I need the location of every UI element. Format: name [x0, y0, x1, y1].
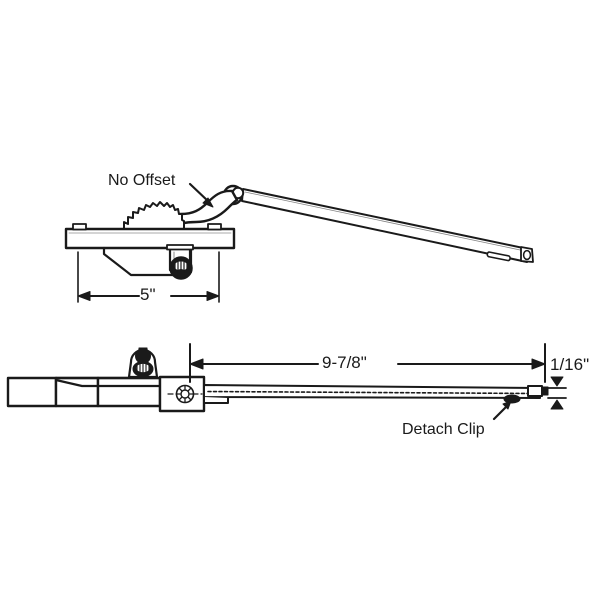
plan-view: [6, 343, 567, 421]
rod-end: [527, 385, 549, 397]
side-elevation-view: [64, 182, 534, 303]
dimension-1-16-label: 1/16": [550, 355, 590, 374]
splined-hub: [167, 384, 203, 404]
arm-end-cap: [520, 246, 534, 263]
detach-clip-arrow: [492, 400, 512, 421]
dimension-5in-label: 5": [140, 285, 156, 304]
operator-arm: [241, 188, 529, 263]
detach-clip-label: Detach Clip: [402, 421, 485, 438]
splined-knob: [169, 256, 193, 280]
base-plate: [64, 227, 236, 250]
dimension-1-16: [547, 376, 567, 410]
no-offset-label: No Offset: [108, 172, 176, 189]
dimension-9-7-8-label: 9-7/8": [322, 353, 367, 372]
dimension-9-7-8: [189, 343, 546, 383]
arm-slot: [486, 251, 511, 262]
housing-cell-1: [6, 376, 58, 408]
no-offset-arrow: [188, 182, 214, 208]
detach-clip: [503, 394, 521, 404]
gear-arc: [123, 201, 185, 231]
crank-handle: [127, 347, 159, 379]
dimension-5in: [77, 251, 220, 303]
mounting-tab-left: [72, 223, 87, 231]
housing-cell-3: [96, 376, 162, 408]
extension-rod: [203, 384, 541, 404]
mounting-tab-right: [207, 223, 222, 231]
